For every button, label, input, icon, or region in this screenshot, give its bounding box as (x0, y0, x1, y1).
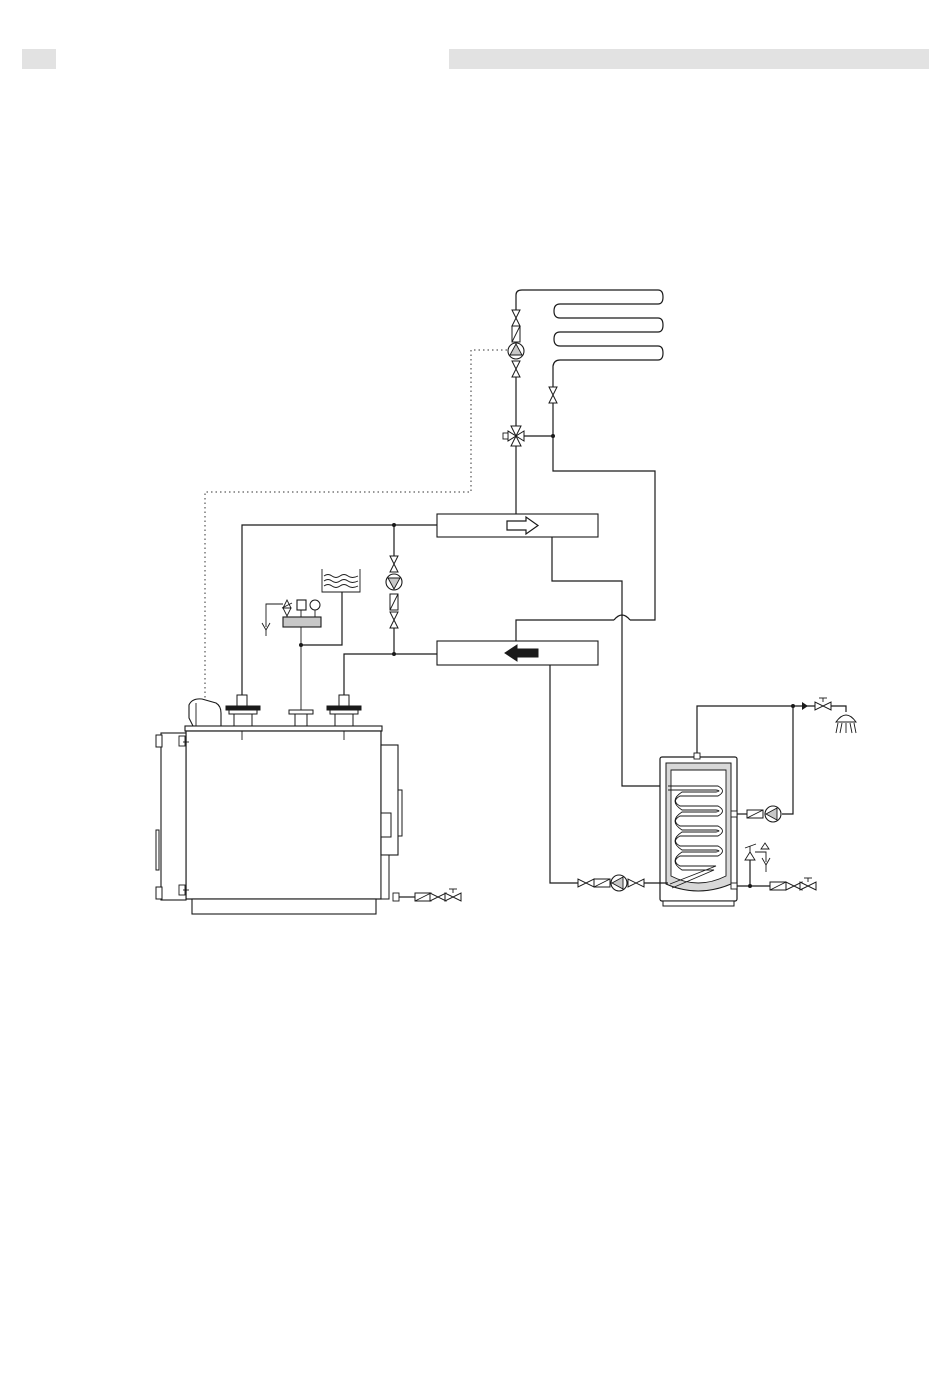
boiler (156, 695, 461, 914)
hot-water-cylinder (660, 753, 737, 906)
recirculation-group (737, 706, 793, 822)
mixing-valve (503, 426, 555, 514)
floor-pump-group (508, 310, 524, 426)
shower-outlet (697, 698, 856, 753)
cylinder-pump-group (578, 875, 668, 891)
bypass-pump-group (386, 525, 402, 654)
cold-water-inlet (737, 843, 816, 890)
expansion-tank (301, 569, 360, 645)
floor-return-valve (549, 387, 557, 403)
flow-manifold (437, 514, 598, 537)
safety-group (262, 600, 321, 712)
return-manifold (437, 641, 598, 665)
floor-heating-circuit (516, 290, 663, 388)
